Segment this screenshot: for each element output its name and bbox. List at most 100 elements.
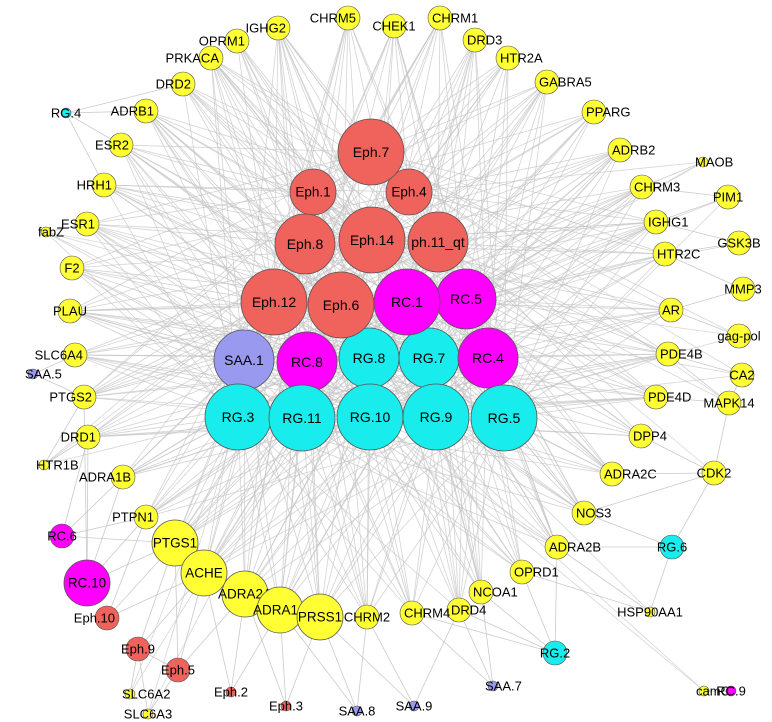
node-eph-3[interactable]: Eph.3	[269, 699, 303, 714]
node-chrm1[interactable]: CHRM1	[427, 5, 478, 31]
node-rg-11[interactable]: RG.11	[268, 384, 336, 452]
node-saa-7[interactable]: SAA.7	[485, 679, 522, 694]
node-slc6a2[interactable]: SLC6A2	[122, 687, 170, 702]
node-circle[interactable]	[534, 69, 560, 95]
node-drd2[interactable]: DRD2	[156, 71, 196, 97]
node-chrm5[interactable]: CHRM5	[310, 5, 361, 31]
node-gag-pol[interactable]: gag-pol	[717, 323, 761, 349]
node-circle[interactable]	[151, 519, 199, 567]
node-circle[interactable]	[629, 174, 655, 200]
node-circle[interactable]	[354, 604, 380, 630]
node-circle[interactable]	[701, 460, 727, 486]
node-circle[interactable]	[571, 500, 597, 526]
node-circle[interactable]	[581, 99, 607, 125]
node-eph-7[interactable]: Eph.7	[337, 118, 405, 186]
node-pde4b[interactable]: PDE4B	[655, 341, 703, 367]
node-circle[interactable]	[381, 13, 407, 39]
node-eph-1[interactable]: Eph.1	[289, 168, 337, 216]
node-dpp4[interactable]: DPP4	[628, 423, 667, 449]
node-circle[interactable]	[509, 559, 535, 585]
node-prss1[interactable]: PRSS1	[296, 593, 344, 641]
node-circle[interactable]	[225, 686, 237, 698]
node-circle[interactable]	[446, 597, 472, 623]
node-saa-1[interactable]: SAA.1	[213, 329, 275, 391]
node-circle[interactable]	[71, 384, 97, 410]
node-rc-4[interactable]: RC.4	[457, 327, 519, 389]
node-circle[interactable]	[402, 383, 470, 451]
node-eph-5[interactable]: Eph.5	[161, 657, 195, 683]
node-adra2c[interactable]: ADRA2C	[599, 461, 657, 487]
node-drd3[interactable]: DRD3	[462, 27, 502, 53]
node-circle[interactable]	[124, 688, 136, 700]
node-circle[interactable]	[726, 230, 752, 256]
node-ptgs2[interactable]: PTGS2	[49, 384, 97, 410]
node-rc-6[interactable]: RC.6	[47, 523, 77, 549]
node-circle[interactable]	[240, 268, 308, 336]
node-nos3[interactable]: NOS3	[571, 500, 611, 526]
node-adra1a[interactable]: ADRA1A	[253, 586, 307, 634]
node-circle[interactable]	[165, 657, 191, 683]
node-eph-8[interactable]: Eph.8	[274, 213, 336, 275]
node-circle[interactable]	[338, 206, 406, 274]
node-circle[interactable]	[224, 28, 250, 54]
node-fabz[interactable]: fabZ	[38, 225, 64, 240]
node-drd4[interactable]: DRD4	[446, 597, 486, 623]
node-circle[interactable]	[59, 255, 85, 281]
node-ptgs1[interactable]: PTGS1	[151, 519, 199, 567]
node-rg-3[interactable]: RG.3	[204, 383, 272, 451]
node-circle[interactable]	[63, 559, 111, 607]
node-rg-5[interactable]: RG.5	[470, 384, 538, 452]
node-circle[interactable]	[652, 241, 678, 267]
node-circle[interactable]	[133, 504, 159, 530]
node-chrm3[interactable]: CHRM3	[629, 174, 680, 200]
node-circle[interactable]	[468, 579, 494, 605]
node-rc-8[interactable]: RC.8	[276, 331, 338, 393]
node-rc-1[interactable]: RC.1	[373, 268, 441, 336]
node-circle[interactable]	[125, 636, 151, 662]
node-circle[interactable]	[729, 362, 755, 388]
node-circle[interactable]	[27, 368, 39, 380]
node-chek1[interactable]: CHEK1	[372, 13, 416, 39]
node-ncoa1[interactable]: NCOA1	[468, 579, 518, 605]
node-rg-6[interactable]: RG.6	[657, 534, 687, 560]
node-eph-9[interactable]: Eph.9	[121, 636, 155, 662]
node-circle[interactable]	[142, 708, 154, 720]
node-chrm2[interactable]: CHRM2	[344, 604, 390, 630]
node-circle[interactable]	[57, 298, 83, 324]
node-circle[interactable]	[725, 685, 737, 697]
node-adra2b[interactable]: ADRA2B	[544, 534, 601, 560]
node-ighg1[interactable]: IGHG1	[643, 209, 688, 235]
node-htr2a[interactable]: HTR2A	[495, 45, 543, 71]
node-adra2a[interactable]: ADRA2A	[218, 570, 272, 618]
node-eph-11[interactable]: ph.11_qt	[407, 211, 469, 273]
node-ighg2[interactable]: IGHG2	[246, 15, 291, 41]
node-circle[interactable]	[110, 464, 136, 490]
node-hsp90aa1[interactable]: HSP90AA1	[617, 605, 683, 620]
node-eph-2[interactable]: Eph.2	[214, 685, 248, 700]
node-rg-4[interactable]: RG.4	[51, 106, 81, 121]
node-circle[interactable]	[399, 600, 425, 626]
node-circle[interactable]	[726, 323, 752, 349]
node-saa-9[interactable]: SAA.9	[396, 699, 433, 714]
node-ar[interactable]: AR	[658, 297, 684, 323]
node-circle[interactable]	[544, 534, 570, 560]
node-circle[interactable]	[74, 211, 100, 237]
node-circle[interactable]	[198, 45, 224, 71]
node-circle[interactable]	[296, 593, 344, 641]
node-circle[interactable]	[265, 15, 291, 41]
node-prkaca[interactable]: PRKACA	[166, 45, 224, 71]
node-circle[interactable]	[697, 156, 709, 168]
node-circle[interactable]	[628, 423, 654, 449]
node-circle[interactable]	[337, 118, 405, 186]
node-rg-2[interactable]: RG.2	[540, 640, 570, 666]
node-circle[interactable]	[407, 211, 469, 273]
node-f2[interactable]: F2	[59, 255, 85, 281]
node-circle[interactable]	[351, 705, 363, 717]
node-rc-10[interactable]: RC.10	[63, 559, 111, 607]
node-saa-8[interactable]: SAA.8	[339, 704, 376, 719]
node-htr2c[interactable]: HTR2C	[652, 241, 700, 267]
node-circle[interactable]	[280, 700, 292, 712]
node-rg-9[interactable]: RG.9	[402, 383, 470, 451]
node-circle[interactable]	[40, 226, 52, 238]
node-circle[interactable]	[274, 213, 336, 275]
